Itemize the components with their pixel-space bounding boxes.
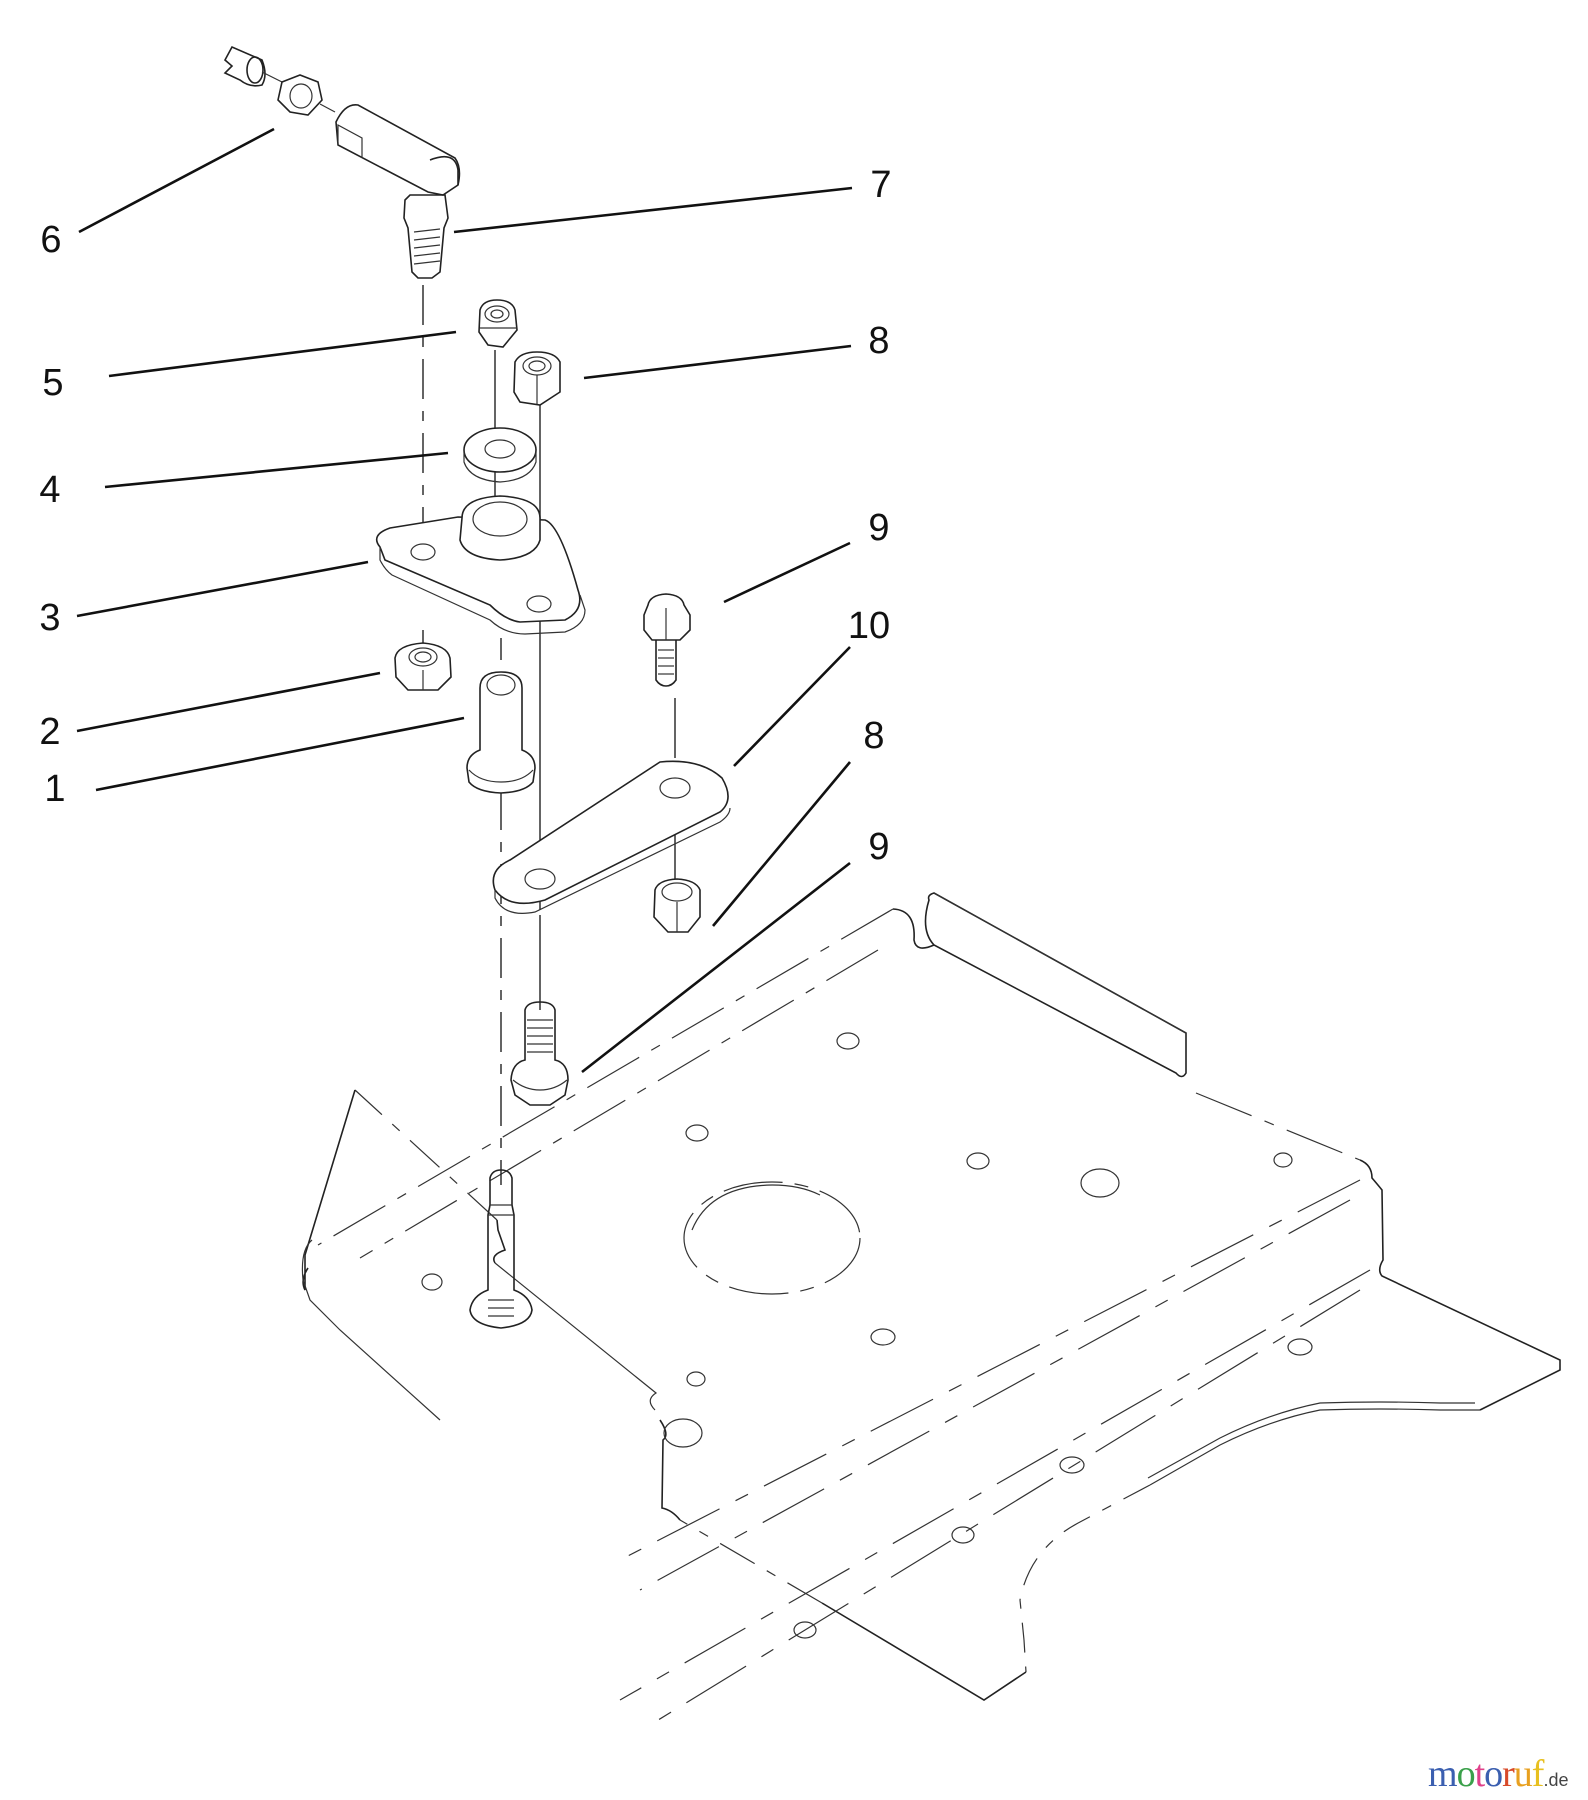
callout-2: 2	[39, 711, 61, 753]
callout-8-lower: 8	[863, 715, 885, 757]
wm-letter-m: m	[1428, 1753, 1458, 1795]
callout-1: 1	[44, 768, 66, 810]
plate-holes	[421, 1032, 1313, 1639]
watermark-logo: motoruf.de	[1428, 1752, 1568, 1796]
part-9-stud-bolt-lower	[510, 1001, 569, 1106]
wm-letter-o: o	[1456, 1753, 1476, 1795]
part-1-bushing	[466, 671, 536, 794]
mounting-plate	[301, 892, 1561, 1726]
part-5-lock-nut	[478, 299, 518, 348]
part-4-washer	[463, 427, 537, 483]
wm-suffix: .de	[1543, 1770, 1569, 1790]
part-7-ball-joint	[335, 104, 461, 279]
wm-letter-u: u	[1513, 1753, 1533, 1795]
part-8-lock-nut-lower	[653, 878, 701, 933]
leader-lines	[76, 127, 853, 1074]
callout-9-upper: 9	[868, 507, 890, 549]
part-6-jam-nut	[223, 45, 336, 116]
callout-8-upper: 8	[868, 320, 890, 362]
part-3-bracket	[375, 495, 586, 635]
callout-7: 7	[870, 164, 892, 206]
callout-4: 4	[39, 469, 61, 511]
wm-letter-f: f	[1531, 1753, 1545, 1795]
callout-9-lower: 9	[868, 826, 890, 868]
wm-letter-r: r	[1502, 1753, 1515, 1795]
part-8-lock-nut-upper	[513, 351, 561, 406]
wm-letter-t: t	[1474, 1753, 1486, 1795]
callout-5: 5	[42, 362, 64, 404]
callout-10: 10	[847, 605, 891, 647]
part-2-nut	[394, 642, 452, 691]
pivot-shaft	[469, 1169, 533, 1329]
callout-6: 6	[40, 219, 62, 261]
part-10-link-plate	[492, 760, 731, 914]
callout-3: 3	[39, 597, 61, 639]
wm-letter-o2: o	[1484, 1753, 1503, 1795]
part-9-flange-bolt-upper	[643, 593, 691, 687]
